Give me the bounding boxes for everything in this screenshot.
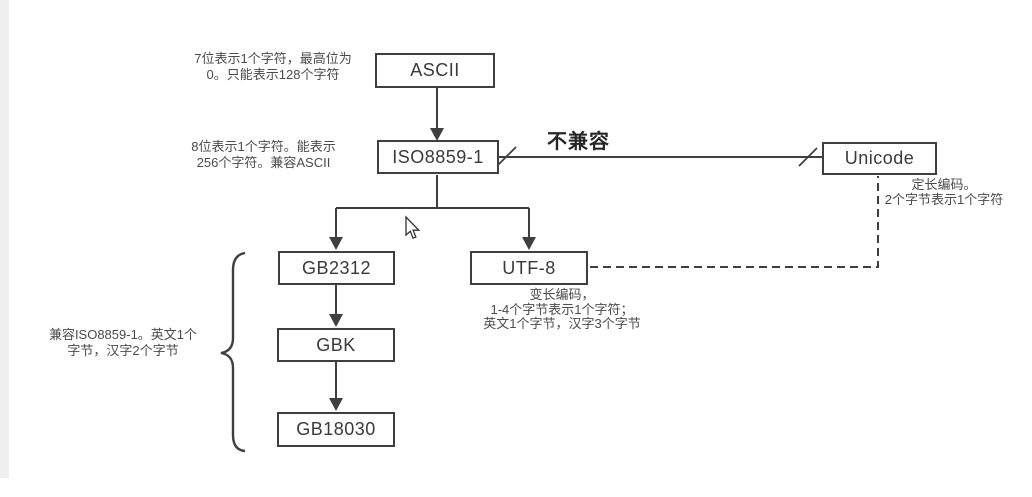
mouse-pointer-icon — [405, 215, 421, 240]
node-ascii: ASCII — [375, 53, 495, 88]
gb-group-brace — [220, 251, 246, 453]
arrowhead-utf8 — [522, 237, 536, 250]
node-unicode: Unicode — [822, 142, 937, 175]
arrowhead-gb2312 — [329, 237, 343, 250]
annotation-utf8: 变长编码， 1-4个字节表示1个字符； 英文1个字节，汉字3个字节 — [483, 287, 641, 331]
incompatible-tick-right — [798, 147, 818, 167]
incompatible-edge-label: 不兼容 — [547, 131, 610, 153]
arrowhead-gb18030 — [329, 398, 343, 411]
incompatible-tick-left — [497, 146, 517, 166]
node-utf-8: UTF-8 — [470, 251, 588, 285]
node-gb2312: GB2312 — [278, 251, 395, 285]
annotation-ascii: 7位表示1个字符，最高位为 0。只能表示128个字符 — [194, 51, 352, 82]
node-iso8859-1: ISO8859-1 — [377, 140, 499, 174]
node-gb18030: GB18030 — [277, 412, 395, 447]
screen-left-margin — [0, 0, 9, 478]
annotation-iso8859: 8位表示1个字符。能表示 256个字符。兼容ASCII — [191, 139, 336, 170]
arrowhead-gbk — [329, 314, 343, 327]
annotation-gb-group: 兼容ISO8859-1。英文1个 字节，汉字2个字节 — [48, 327, 198, 358]
node-gbk: GBK — [277, 328, 395, 362]
annotation-unicode: 定长编码。 2个字节表示1个字符 — [884, 177, 1004, 207]
edge-utf8-unicode-dashed — [590, 176, 879, 268]
